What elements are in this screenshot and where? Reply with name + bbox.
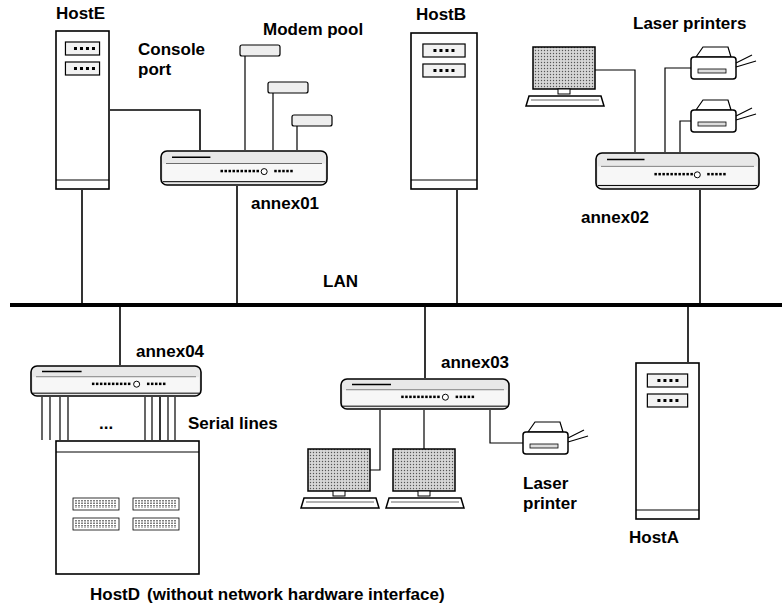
annex-drawing bbox=[160, 150, 328, 186]
network-cable bbox=[699, 190, 701, 303]
network-cable bbox=[236, 186, 238, 303]
node-label: annex02 bbox=[580, 208, 650, 228]
annex-box: annex01 bbox=[160, 150, 328, 186]
modem-wire bbox=[272, 93, 273, 150]
laser-printer bbox=[691, 100, 756, 132]
node-label: annex01 bbox=[250, 194, 320, 214]
annotation: Laser printers bbox=[632, 14, 747, 34]
printer-wire bbox=[680, 121, 691, 152]
annex-box: annex02 bbox=[595, 152, 760, 190]
node-label: HostD bbox=[90, 585, 140, 605]
terminal-wire bbox=[595, 70, 635, 152]
network-cable bbox=[456, 190, 458, 303]
terminal bbox=[526, 47, 604, 106]
serial-line bbox=[59, 397, 60, 440]
node-label-group: HostD (without network hardware interface… bbox=[90, 585, 445, 605]
annotation: Modem pool bbox=[262, 20, 364, 40]
node-label: HostA bbox=[628, 528, 680, 548]
modem-wire bbox=[296, 126, 297, 150]
network-cable bbox=[159, 397, 161, 440]
annotation: Laser printer bbox=[522, 474, 600, 514]
annex-drawing bbox=[30, 365, 202, 397]
annex-drawing bbox=[595, 152, 760, 190]
connector-label: Console port bbox=[137, 40, 225, 80]
terminal-wire bbox=[423, 410, 424, 449]
serial-line bbox=[167, 397, 168, 440]
annex02-peripherals bbox=[526, 47, 756, 152]
tower-drawing bbox=[635, 362, 700, 520]
network-cable bbox=[687, 307, 689, 362]
serial-line bbox=[144, 397, 145, 440]
network-cable bbox=[110, 110, 200, 150]
node-label: HostB bbox=[415, 5, 467, 25]
serial-line bbox=[174, 397, 175, 440]
laser-printer bbox=[523, 422, 588, 454]
terminal bbox=[301, 449, 379, 508]
network-cable bbox=[119, 307, 121, 365]
annex-box: annex04 bbox=[30, 365, 202, 397]
node-label: annex03 bbox=[440, 353, 510, 373]
annex-box: annex03 bbox=[340, 378, 510, 410]
host-computer: HostD(without network hardware interface… bbox=[55, 440, 200, 575]
terminal-wire bbox=[370, 410, 380, 470]
annex-drawing bbox=[340, 378, 510, 410]
host-computer: HostA bbox=[635, 362, 700, 520]
network-cable bbox=[424, 307, 426, 378]
serial-line bbox=[41, 397, 42, 440]
printer-wire bbox=[665, 68, 691, 152]
annotation: ... bbox=[98, 414, 114, 434]
tower-drawing bbox=[55, 30, 110, 190]
host-computer: HostB bbox=[410, 32, 478, 190]
node-label: annex04 bbox=[135, 342, 205, 362]
modem bbox=[240, 45, 280, 56]
tower-drawing bbox=[410, 32, 478, 190]
laser-printer bbox=[691, 47, 756, 79]
connector-label: Serial lines bbox=[187, 414, 279, 434]
serial-line bbox=[67, 397, 68, 440]
host-computer: HostE bbox=[55, 30, 110, 190]
network-cable bbox=[81, 190, 83, 303]
node-label: HostE bbox=[55, 4, 106, 24]
modem-wire bbox=[244, 56, 245, 150]
modem bbox=[292, 115, 332, 126]
modem-pool bbox=[240, 45, 332, 150]
terminal bbox=[386, 449, 464, 508]
lan-bus: LAN bbox=[10, 303, 782, 307]
node-label: LAN bbox=[322, 272, 359, 292]
printer-wire bbox=[490, 410, 523, 443]
serial-lines bbox=[42, 397, 175, 440]
modem bbox=[268, 82, 308, 93]
serial-line bbox=[151, 397, 152, 440]
serial-line bbox=[49, 397, 50, 440]
node-note: (without network hardware interface) bbox=[147, 585, 445, 605]
hostd-drawing bbox=[55, 440, 200, 575]
